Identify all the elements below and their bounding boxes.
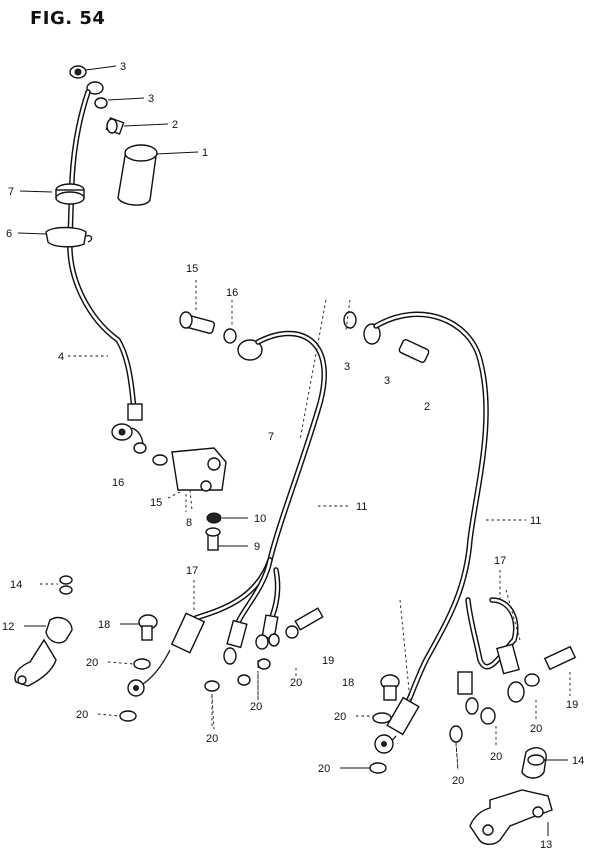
- callout-20b: 20: [76, 709, 88, 721]
- callout-7b: 7: [268, 431, 274, 443]
- callout-6: 6: [6, 228, 12, 240]
- callout-20a: 20: [86, 657, 98, 669]
- callout-2b: 2: [424, 401, 430, 413]
- bracket-12: [14, 575, 73, 687]
- callout-17a: 17: [186, 565, 198, 577]
- callout-20g: 20: [318, 763, 330, 775]
- callout-10: 10: [254, 513, 266, 525]
- bolt-18-right: [380, 674, 400, 701]
- callout-11a: 11: [356, 501, 367, 513]
- brake-hose-junction: [152, 447, 227, 511]
- bracket-13: [469, 747, 553, 845]
- callout-14b: 14: [572, 755, 584, 767]
- callout-17b: 17: [494, 555, 506, 567]
- bolt-18-left: [138, 614, 158, 641]
- callout-4: 4: [58, 351, 64, 363]
- callout-8: 8: [186, 517, 192, 529]
- callout-9: 9: [254, 541, 260, 553]
- callout-20i: 20: [490, 751, 502, 763]
- callout-3b: 3: [148, 93, 154, 105]
- callout-16a: 16: [226, 287, 238, 299]
- front-brake-hose-right: [343, 311, 577, 754]
- callout-15a: 15: [186, 263, 198, 275]
- callout-20j: 20: [530, 723, 542, 735]
- callout-18a: 18: [98, 619, 110, 631]
- callout-20c: 20: [206, 733, 218, 745]
- callout-20h: 20: [452, 775, 464, 787]
- callout-7a: 7: [8, 186, 14, 198]
- callout-16b: 16: [112, 477, 124, 489]
- upper-brake-hose: [45, 65, 147, 454]
- callout-labels: 3 3 2 1 7 6 4 15 16 3 3 2 7 16 15 8 10 9…: [2, 61, 584, 851]
- figure-title: FIG. 54: [30, 8, 106, 29]
- front-brake-hose-left: [119, 311, 327, 722]
- callout-11b: 11: [530, 515, 541, 527]
- callout-1: 1: [202, 147, 208, 159]
- callout-19b: 19: [566, 699, 578, 711]
- callout-20e: 20: [290, 677, 302, 689]
- callout-13: 13: [540, 839, 552, 851]
- callout-12: 12: [2, 621, 14, 633]
- callout-15b: 15: [150, 497, 162, 509]
- callout-3a: 3: [120, 61, 126, 73]
- callout-20f: 20: [334, 711, 346, 723]
- callout-18b: 18: [342, 677, 354, 689]
- washer-20-lower: [369, 762, 387, 774]
- callout-2a: 2: [172, 119, 178, 131]
- leader-lines: [17, 65, 571, 836]
- callout-3d: 3: [384, 375, 390, 387]
- callout-20d: 20: [250, 701, 262, 713]
- banjo-bolt-9: [205, 512, 222, 551]
- guide-lines: [211, 299, 521, 771]
- banjo-bolt-cap: [105, 117, 158, 206]
- callout-19a: 19: [322, 655, 334, 667]
- callout-3c: 3: [344, 361, 350, 373]
- callout-14a: 14: [10, 579, 22, 591]
